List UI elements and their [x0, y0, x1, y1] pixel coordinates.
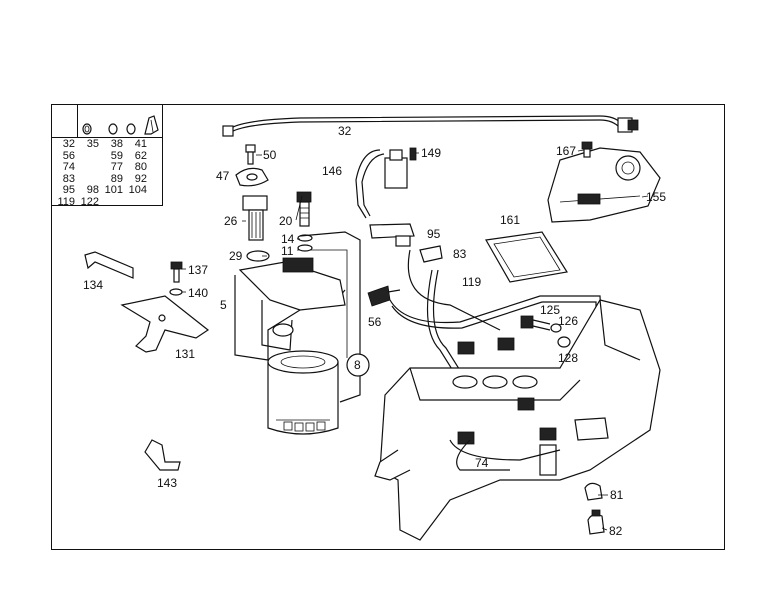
legend-row: 32 35 38 41: [53, 138, 149, 151]
callout-83: 83: [453, 247, 467, 261]
callout-149: 149: [421, 146, 442, 160]
clip-icon: [144, 115, 159, 135]
legend-cell: 41: [134, 138, 147, 150]
callout-82: 82: [609, 524, 623, 538]
legend-cell: 38: [110, 138, 123, 150]
connector-83: [419, 245, 443, 263]
bracket-134: [84, 251, 134, 279]
callout-134: 134: [83, 278, 104, 292]
diagram-frame: [51, 104, 725, 550]
washer-140: [169, 288, 183, 296]
legend-row: 74 77 80: [53, 161, 149, 174]
callout-140: 140: [188, 286, 209, 300]
legend-row: 119 122: [53, 195, 149, 209]
legend-row: 56 59 62: [53, 149, 149, 163]
fuel-line-74: [456, 439, 510, 471]
legend-cell: 95: [62, 184, 75, 196]
callout-81: 81: [610, 488, 624, 502]
legend-header: [51, 104, 163, 138]
callout-126: 126: [558, 314, 579, 328]
pump-155: [547, 147, 661, 223]
washer-icon: [108, 123, 136, 135]
washer-11: [297, 244, 313, 252]
callout-155: 155: [646, 190, 667, 204]
bolt-50: [245, 144, 256, 165]
fuel-line-32: [222, 115, 639, 137]
bolt-167: [581, 141, 593, 158]
callout-74: 74: [475, 456, 489, 470]
clamp-143: [144, 439, 181, 471]
clamp-82: [587, 509, 605, 535]
callout-119: 119: [462, 275, 482, 289]
hollow-bolt-20: [296, 191, 312, 227]
fitting-56: [367, 285, 401, 307]
filter-housing-5: [234, 231, 361, 403]
callout-32: 32: [338, 124, 352, 138]
fitting-149: [384, 147, 417, 189]
callout-143: 143: [157, 476, 178, 490]
legend-cell: 104: [128, 184, 147, 196]
legend-cell: 92: [134, 172, 147, 185]
callout-26: 26: [224, 214, 238, 228]
callout-14: 14: [281, 232, 295, 246]
callout-47: 47: [216, 169, 230, 183]
callout-137: 137: [188, 263, 209, 277]
callout-circle-8: [346, 353, 370, 377]
clamp-81: [584, 482, 603, 501]
legend-cell: 77: [110, 161, 123, 173]
o-ring-icon: [82, 123, 92, 135]
callout-167: 167: [556, 144, 577, 158]
callout-8: 8: [354, 358, 361, 372]
legend-cell: 83: [62, 172, 75, 185]
legend-row: 83 89 92: [53, 172, 149, 186]
ring-128: [557, 336, 571, 348]
banjo-bolt-125: [520, 315, 551, 331]
callout-29: 29: [229, 249, 243, 263]
filter-cartridge-8: [267, 350, 339, 435]
bracket-131: [120, 295, 210, 353]
legend-row: 95 98 101 104: [53, 184, 149, 197]
fuel-line-119: [389, 249, 603, 399]
legend-cell: 122: [80, 195, 99, 208]
legend-cell: 74: [62, 161, 75, 173]
gasket-161: [485, 231, 568, 283]
callout-50: 50: [263, 148, 277, 162]
seal-ring-29: [246, 250, 270, 262]
callout-146: 146: [322, 164, 343, 178]
seal-126: [550, 323, 562, 333]
callout-161: 161: [500, 213, 521, 227]
legend-cell: 101: [104, 184, 123, 196]
legend-cell: 80: [134, 161, 147, 173]
legend-icons: [82, 115, 159, 135]
flange-47: [235, 167, 269, 187]
bolt-137: [170, 261, 183, 283]
legend-cell: 119: [57, 195, 75, 208]
t-piece-95: [369, 223, 415, 247]
callout-20: 20: [279, 214, 293, 228]
callout-11: 11: [281, 244, 294, 258]
injection-pump: [374, 299, 661, 541]
line-unions: [457, 337, 557, 445]
legend-cell: 89: [110, 172, 123, 185]
callout-56: 56: [368, 315, 382, 329]
valve-26: [242, 195, 268, 241]
legend-cell: 35: [86, 138, 99, 150]
legend-cell: 32: [62, 138, 75, 150]
callout-95: 95: [427, 227, 441, 241]
legend-divider: [77, 104, 78, 138]
legend-cell: 98: [86, 184, 99, 196]
callout-5: 5: [220, 298, 227, 312]
legend-cell: 56: [62, 149, 75, 162]
legend-cell: 59: [110, 149, 123, 162]
legend-cell: 62: [134, 149, 147, 162]
callout-125: 125: [540, 303, 561, 317]
callout-128: 128: [558, 351, 579, 365]
leader-lines: [181, 149, 649, 531]
fuel-line-146: [355, 149, 385, 219]
callout-131: 131: [175, 347, 196, 361]
